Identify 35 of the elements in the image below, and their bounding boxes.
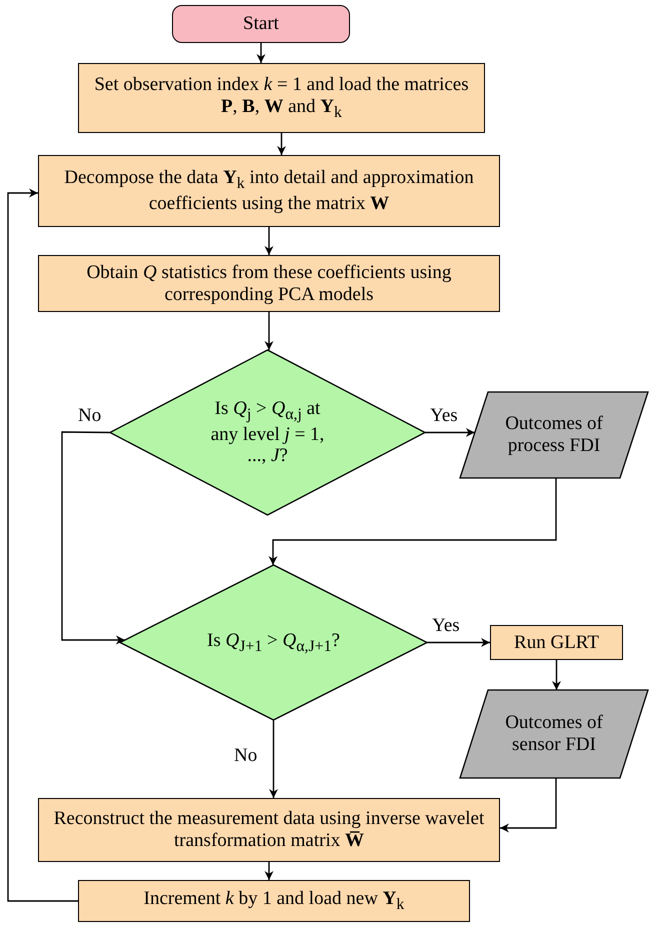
arrow: [256, 43, 266, 63]
node-text: Increment k by 1 and load new Y$_{k}$: [144, 888, 404, 914]
node-text: Outcomes of process FDI: [504, 413, 604, 457]
arrow: [552, 660, 561, 690]
arrow: [268, 478, 557, 565]
arrow: [264, 227, 274, 255]
process-box: [78, 63, 485, 133]
arrow: [264, 862, 274, 880]
node-text: Start: [243, 13, 279, 35]
node-text: Is Q$_{J+1}$ > Q$_{α,J+1}$?: [207, 630, 340, 656]
process-box: [38, 255, 500, 312]
arrow: [269, 720, 278, 798]
node-text: Run GLRT: [514, 632, 599, 654]
node-text: Obtain Q statistics from these coefficients using corresponding PCA models: [86, 262, 452, 306]
node-text: Set observation index k = 1 and load the matrices P, B, W and Y$_{k}$: [93, 74, 470, 122]
arrow: [425, 428, 475, 437]
output-parallelogram: [460, 392, 648, 478]
process-box: [78, 880, 470, 922]
node-text: Reconstruct the measurement data using inverse wavelet transformation matrix W̅: [52, 808, 486, 852]
decision-diamond: [110, 350, 425, 515]
start-terminal: [172, 5, 350, 43]
arrow: [277, 133, 286, 155]
node-text: Outcomes of sensor FDI: [504, 712, 604, 756]
process-box: [38, 798, 500, 862]
node-text: Is Q$_{j}$ > Q$_{α,j}$ at any level j = 1, ..., J?: [210, 398, 326, 468]
arrow: [61, 431, 125, 644]
output-parallelogram: [460, 690, 648, 778]
node-text: Decompose the data Y$_{k}$ into detail and approximation coefficients using the matrix W: [63, 167, 475, 215]
process-box: [38, 155, 500, 227]
arrow: [264, 312, 274, 350]
decision-diamond: [120, 565, 427, 720]
arrow: [7, 188, 78, 902]
arrow: [500, 778, 557, 832]
process-box: [490, 625, 623, 660]
arrow: [427, 638, 490, 647]
